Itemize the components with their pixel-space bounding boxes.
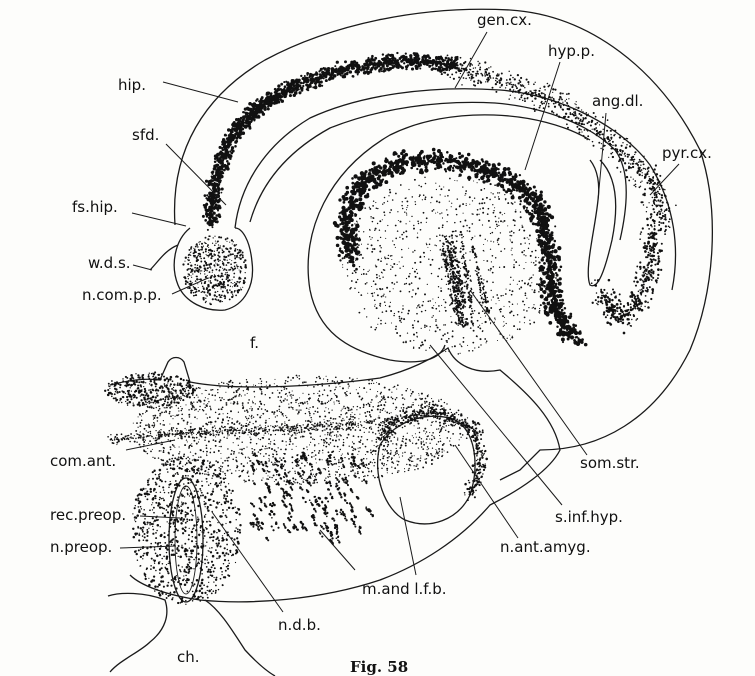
- label-f: f.: [250, 334, 259, 352]
- label-com-ant: com.ant.: [50, 452, 116, 470]
- label-ch: ch.: [177, 648, 200, 666]
- label-ndb: n.d.b.: [278, 616, 321, 634]
- label-gen-cx: gen.cx.: [477, 11, 532, 29]
- figure-caption: Fig. 58: [350, 658, 408, 676]
- label-sfd: sfd.: [132, 126, 159, 144]
- chiasm-right-outline: [205, 600, 275, 676]
- label-s-inf-hyp: s.inf.hyp.: [555, 508, 623, 526]
- label-wds: w.d.s.: [88, 254, 131, 272]
- label-ncompp: n.com.p.p.: [82, 286, 162, 304]
- label-hip: hip.: [118, 76, 146, 94]
- label-som-str: som.str.: [580, 454, 640, 472]
- label-hyp-p: hyp.p.: [548, 42, 595, 60]
- label-ang-dl: ang.dl.: [592, 92, 643, 110]
- label-pyr-cx: pyr.cx.: [662, 144, 712, 162]
- label-m-and-lfb: m.and l.f.b.: [362, 580, 447, 598]
- angular-bundle-outline: [588, 160, 616, 286]
- label-fs-hip: fs.hip.: [72, 198, 118, 216]
- label-rec-preop: rec.preop.: [50, 506, 126, 524]
- label-n-preop: n.preop.: [50, 538, 112, 556]
- label-n-ant-amyg: n.ant.amyg.: [500, 538, 591, 556]
- medial-lobe-outline: [174, 228, 252, 310]
- chiasm-outline: [108, 593, 167, 672]
- ventricle-outline: [250, 102, 626, 240]
